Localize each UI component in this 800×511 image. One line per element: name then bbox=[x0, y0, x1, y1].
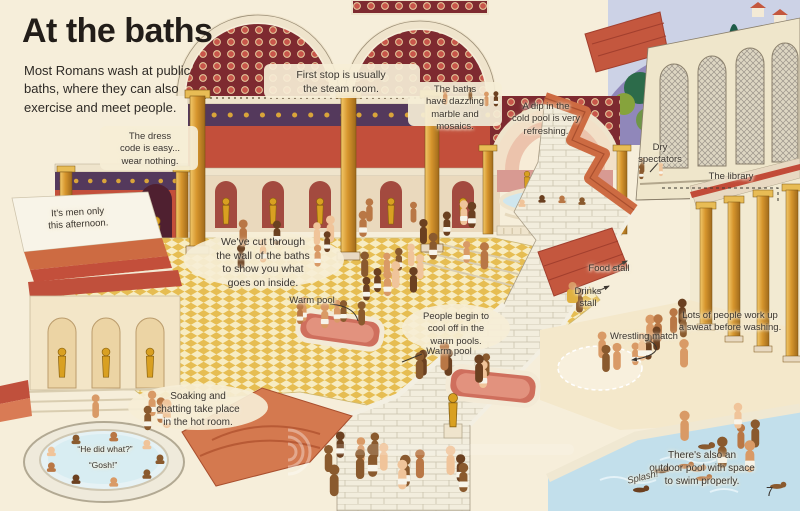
mosaic-strip bbox=[351, 0, 489, 15]
label-dazzling-marble: The baths have dazzling marble and mosai… bbox=[425, 84, 485, 133]
label-library: The library bbox=[708, 171, 754, 182]
speech-gosh: “Gosh!” bbox=[88, 460, 118, 470]
speech-he-did-what: “He did what?” bbox=[77, 444, 133, 454]
label-dry-spectators: Dry spectators bbox=[638, 142, 682, 166]
label-cold-pool: A dip in the cold pool is very refreshin… bbox=[511, 101, 581, 137]
colonnade bbox=[689, 157, 800, 363]
label-dress-code: The dress code is easy... wear nothing. bbox=[119, 131, 181, 167]
page-title: At the baths bbox=[22, 12, 213, 50]
label-steam-room: First stop is usually the steam room. bbox=[296, 69, 386, 95]
label-drinks-stall: Drinks stall bbox=[574, 286, 602, 310]
courtyard-statue bbox=[443, 393, 463, 439]
label-people-cool: People begin to cool off in the warm poo… bbox=[422, 311, 490, 347]
outdoor-pool bbox=[546, 403, 800, 511]
label-sweat: Lots of people work up a sweat before wa… bbox=[678, 310, 782, 334]
label-cut-through: We've cut through the wall of the baths … bbox=[216, 236, 310, 289]
label-soaking: Soaking and chatting take place in the h… bbox=[156, 391, 240, 428]
label-food-stall: Food stall bbox=[588, 263, 630, 274]
pointer-lines bbox=[329, 162, 779, 363]
library-building bbox=[635, 17, 800, 201]
watermark bbox=[287, 428, 574, 476]
page-number: 7 bbox=[766, 484, 774, 499]
label-wrestling-match: Wrestling match bbox=[610, 331, 678, 342]
bathers bbox=[46, 87, 787, 497]
label-panels bbox=[100, 64, 510, 430]
label-warm-pool-lower: Warm pool bbox=[426, 346, 472, 357]
entrance-steps bbox=[419, 241, 521, 287]
label-outdoor-pool: There's also an outdoor pool with space … bbox=[649, 450, 755, 487]
food-stall bbox=[537, 227, 629, 297]
intro-text: Most Romans wash at public baths, where … bbox=[24, 63, 191, 115]
label-warm-pool-upper: Warm pool bbox=[289, 295, 335, 306]
label-men-only: It's men only this afternoon. bbox=[47, 205, 109, 232]
